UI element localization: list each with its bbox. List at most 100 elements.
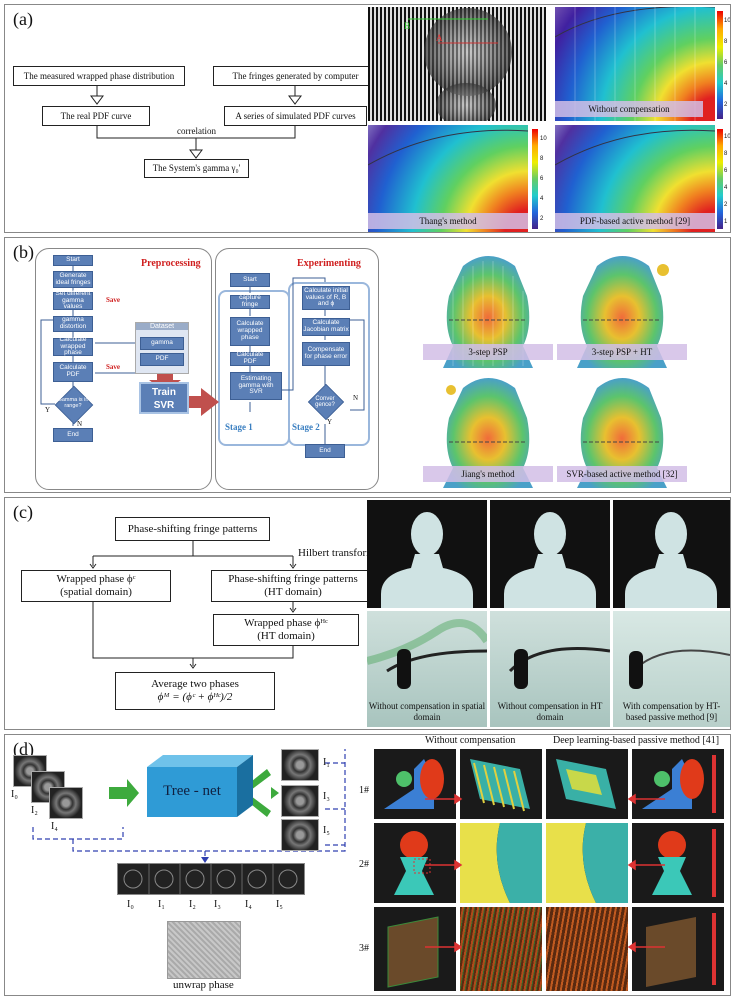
correlation-label: correlation xyxy=(177,126,216,136)
experimenting-title: Experimenting xyxy=(297,258,361,269)
seq-label-5: I₅ xyxy=(276,899,283,910)
wrapped-ht-line1: Wrapped phase ϕᴴᶜ xyxy=(244,617,328,630)
row2-label: 2# xyxy=(359,859,369,870)
seq-label-2: I₂ xyxy=(189,899,196,910)
caption-without-compensation: Without compensation xyxy=(555,101,703,117)
heatmap-without-compensation: Without compensation xyxy=(555,7,715,121)
panel-a-label: (a) xyxy=(13,9,33,29)
caption-3step-psp: 3-step PSP xyxy=(423,344,553,360)
label-i2: I₂ xyxy=(31,805,38,816)
fringe-mark-a: A xyxy=(436,33,443,43)
caption-spatial: Without compensation in spatial domain xyxy=(368,701,486,722)
colorbar-2 xyxy=(532,129,538,229)
treenet-label: Tree - net xyxy=(163,783,221,799)
box-average: Average two phases ϕᴹ = (ϕᶜ + ϕᴴᶜ)/2 xyxy=(115,672,275,710)
dataset-gamma: gamma xyxy=(140,337,184,350)
panel-c-label: (c) xyxy=(13,502,33,522)
psfp-ht-line2: (HT domain) xyxy=(264,586,322,598)
caption-compensated: With compensation by HT-based passive me… xyxy=(622,701,721,722)
box-psfp: Phase-shifting fringe patterns xyxy=(115,517,270,541)
train-svr-box: Train SVR xyxy=(139,382,189,414)
res-1-overview-deep xyxy=(632,749,724,819)
box-computer-fringes: The fringes generated by computer xyxy=(213,66,378,86)
label-i3: I₃ xyxy=(323,791,330,802)
exp-end: End xyxy=(305,444,345,458)
preprocessing-container xyxy=(35,248,212,490)
res-3-overview xyxy=(374,907,456,991)
colorbar-1 xyxy=(717,11,723,119)
average-line2: ϕᴹ = (ϕᶜ + ϕᴴᶜ)/2 xyxy=(157,691,233,703)
box-wrapped-ht: Wrapped phase ϕᴴᶜ (HT domain) xyxy=(213,614,359,646)
bust-compensated xyxy=(613,500,730,608)
tick: 4 xyxy=(540,196,544,202)
label-i0: I₀ xyxy=(11,789,18,800)
zoom-compensated: With compensation by HT-based passive me… xyxy=(613,611,730,727)
col-without: Without compensation xyxy=(425,735,516,746)
caption-pdf-based: PDF-based active method [29] xyxy=(555,213,715,229)
face-3step-psp: 3-step PSP xyxy=(423,246,553,372)
wrapped-ht-line2: (HT domain) xyxy=(257,630,315,642)
res-1-overview xyxy=(374,749,456,819)
exp-y: Y xyxy=(327,418,333,426)
colorbar-3 xyxy=(717,129,723,229)
tick: 4 xyxy=(724,185,728,191)
box-system-gamma: The System's gamma γ₀' xyxy=(144,159,249,178)
zoom-spatial: Without compensation in spatial domain xyxy=(367,611,487,727)
panel-d-connectors xyxy=(32,749,346,960)
unwrap-phase-label: unwrap phase xyxy=(173,979,234,991)
box-simulated-pdf: A series of simulated PDF curves xyxy=(224,106,367,126)
pre-gamma-distortion: gamma distortion xyxy=(53,316,93,332)
heatmap-pdf-based: PDF-based active method [29] xyxy=(555,125,715,232)
exp-compensate: Compensate for phase error xyxy=(302,342,350,366)
caption-jiang: Jiang's method xyxy=(423,466,553,482)
pre-y: Y xyxy=(45,406,51,414)
tick: 2 xyxy=(724,102,728,108)
save-label-1: Save xyxy=(106,296,120,304)
panel-b: (b) Preprocessing Experimenting Start Ge… xyxy=(4,237,731,493)
zoom-ht: Without compensation in HT domain xyxy=(490,611,610,727)
res-3-zoom-without xyxy=(460,907,542,991)
col-deep: Deep learning-based passive method [41] xyxy=(553,735,720,746)
box-real-pdf: The real PDF curve xyxy=(42,106,150,126)
res-3-overview-deep xyxy=(632,907,724,991)
unwrap-phase-image xyxy=(167,921,241,979)
wrapped-spatial-line1: Wrapped phase ϕᶜ xyxy=(56,573,136,586)
bust-spatial xyxy=(367,500,487,608)
pre-end: End xyxy=(53,428,93,442)
output-i1 xyxy=(281,749,319,781)
seq-label-3: I₃ xyxy=(214,899,221,910)
caption-thang: Thang's method xyxy=(368,213,528,229)
average-line1: Average two phases xyxy=(151,678,239,691)
box-measured-phase: The measured wrapped phase distribution xyxy=(13,66,185,86)
exp-calc-wrapped: Calculate wrapped phase xyxy=(230,317,270,346)
face-jiang: Jiang's method xyxy=(423,368,553,492)
panel-d-red-arrows xyxy=(425,793,665,953)
tick: 6 xyxy=(724,60,728,66)
colorbar-2-ticks: 10 8 6 4 2 xyxy=(540,129,547,229)
dataset-title: Dataset xyxy=(136,323,188,330)
tick: 8 xyxy=(724,39,728,45)
tick: 2 xyxy=(540,216,544,222)
tick: 10 xyxy=(540,136,547,142)
pre-calc-wrapped: Calculate wrapped phase xyxy=(53,336,93,356)
panel-c: (c) Phase-shifting fringe patterns Hilbe… xyxy=(4,497,731,730)
panel-d: (d) Tree - net I₀ I₂ I₄ I₁ I₃ I₅ I₀ I₁ I… xyxy=(4,734,731,996)
experimenting-container xyxy=(215,248,379,490)
tick: 8 xyxy=(540,156,544,162)
exp-calc-pdf: Calculate PDF xyxy=(230,351,270,366)
stage1-label: Stage 1 xyxy=(225,422,253,432)
label-i4: I₄ xyxy=(51,821,58,832)
tick: 6 xyxy=(724,168,728,174)
tick: 6 xyxy=(540,176,544,182)
output-i3 xyxy=(281,785,319,817)
tick: 8 xyxy=(724,151,728,157)
panel-a-connectors xyxy=(90,86,302,159)
seq-label-4: I₄ xyxy=(245,899,252,910)
input-i4 xyxy=(49,787,83,819)
panel-c-connectors xyxy=(89,541,297,669)
caption-svr: SVR-based active method [32] xyxy=(557,466,687,482)
tick: 2 xyxy=(724,202,728,208)
psfp-ht-line1: Phase-shifting fringe patterns xyxy=(228,573,358,586)
row3-label: 3# xyxy=(359,943,369,954)
